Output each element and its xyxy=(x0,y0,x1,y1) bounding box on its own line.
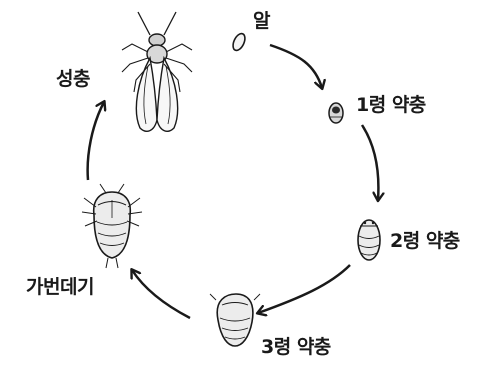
arrow-nymph2-to-nymph3 xyxy=(258,265,350,313)
arrow-egg-to-nymph1 xyxy=(270,45,322,88)
adult-illustration xyxy=(122,12,192,131)
egg-illustration xyxy=(231,32,248,53)
arrow-pseudopupa-to-adult xyxy=(88,102,104,180)
label-third-instar-nymph: 3령 약충 xyxy=(261,338,331,357)
second-instar-nymph-illustration xyxy=(358,220,380,260)
arrow-nymph1-to-nymph2 xyxy=(362,125,378,200)
label-egg: 알 xyxy=(253,12,270,31)
arrow-nymph3-to-pseudopupa xyxy=(132,270,190,318)
label-second-instar-nymph: 2령 약충 xyxy=(390,232,460,251)
label-adult: 성충 xyxy=(56,70,90,89)
pseudopupa-illustration xyxy=(82,184,142,268)
label-pseudopupa: 가번데기 xyxy=(26,278,94,297)
third-instar-nymph-illustration xyxy=(210,294,260,346)
label-first-instar-nymph: 1령 약충 xyxy=(356,96,426,115)
first-instar-nymph-illustration xyxy=(329,103,343,123)
